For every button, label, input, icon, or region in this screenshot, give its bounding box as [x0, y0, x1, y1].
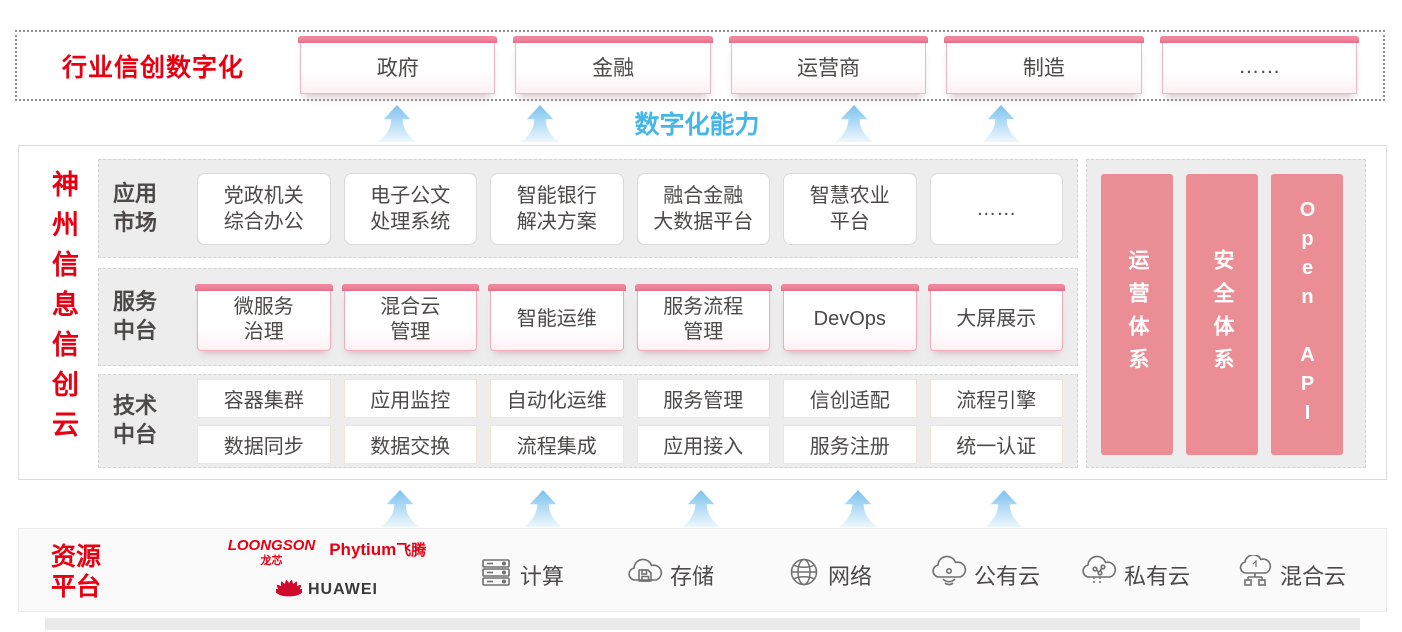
- compute-icon: [479, 555, 513, 595]
- tech-box-unified-auth: 统一认证: [929, 424, 1063, 464]
- resource-item-compute: 计算: [479, 553, 564, 597]
- service-box-microservice: 微服务 治理: [195, 283, 332, 351]
- service-box-devops: DevOps: [781, 283, 918, 351]
- capability-label: 数字化能力: [634, 111, 760, 139]
- up-arrow-icon: [375, 104, 419, 142]
- app-market-items: 党政机关 综合办公 电子公文 处理系统 智能银行 解决方案 融合金融 大数据平台…: [197, 172, 1063, 245]
- tech-platform-items: 容器集群 应用监控 自动化运维 服务管理 信创适配 流程引擎 数据同步 数据交换…: [197, 378, 1063, 464]
- up-arrow-icon: [836, 489, 880, 527]
- tech-box-process-integration: 流程集成: [490, 424, 624, 464]
- up-arrow-icon: [982, 489, 1026, 527]
- sector-boxes: 政府 金融 运营商 制造 ……: [297, 35, 1360, 94]
- pillar-security-system: 安全体系: [1186, 174, 1258, 455]
- pillar-open-api: Open API: [1271, 174, 1343, 455]
- up-arrow-icon: [521, 489, 565, 527]
- resource-platform-panel: 资源 平台 LOONGSON 龙芯 Phytium 飞腾: [18, 528, 1387, 612]
- public-cloud-icon: [931, 555, 967, 595]
- tech-line-2: 数据同步 数据交换 流程集成 应用接入 服务注册 统一认证: [197, 424, 1063, 464]
- resource-item-label: 网络: [828, 564, 873, 589]
- resource-item-hybrid-cloud: 混合云: [1237, 553, 1346, 597]
- vendor-logos-top: LOONGSON 龙芯 Phytium 飞腾: [207, 537, 447, 568]
- platform-title: 神州信息信创云: [48, 170, 78, 450]
- loongson-logo: LOONGSON 龙芯: [228, 537, 316, 568]
- phytium-logo: Phytium 飞腾: [329, 539, 426, 560]
- resource-item-label: 计算: [520, 564, 565, 589]
- service-box-aiops: 智能运维: [488, 283, 625, 351]
- resource-item-label: 混合云: [1280, 564, 1347, 589]
- tech-box-container-cluster: 容器集群: [197, 378, 331, 418]
- tech-box-auto-ops: 自动化运维: [490, 378, 624, 418]
- storage-icon: [627, 555, 663, 595]
- service-box-hybrid-cloud-mgmt: 混合云 管理: [341, 283, 479, 351]
- loongson-cn-name: 龙芯: [260, 555, 283, 567]
- tech-line-1: 容器集群 应用监控 自动化运维 服务管理 信创适配 流程引擎: [197, 378, 1063, 418]
- sector-box-operator: 运营商: [728, 35, 929, 94]
- resource-item-public-cloud: 公有云: [931, 553, 1040, 597]
- loongson-wordmark: LOONGSON: [227, 537, 316, 554]
- sector-box-finance: 金融: [513, 35, 714, 94]
- service-box-dashboard: 大屏展示: [927, 283, 1065, 351]
- resource-item-label: 存储: [670, 564, 715, 589]
- app-box-more: ……: [929, 172, 1063, 245]
- service-platform-label: 服务 中台: [113, 289, 158, 343]
- up-arrow-icon: [679, 489, 723, 527]
- phytium-cn-name: 飞腾: [396, 542, 427, 559]
- phytium-wordmark: Phytium: [329, 540, 397, 559]
- resource-item-storage: 存储: [627, 553, 714, 597]
- app-box-smart-agriculture: 智慧农业 平台: [783, 172, 917, 245]
- tech-platform-label: 技术 中台: [113, 393, 158, 447]
- tech-platform-row: 技术 中台 容器集群 应用监控 自动化运维 服务管理 信创适配 流程引擎 数据同…: [98, 374, 1078, 468]
- resource-item-network: 网络: [787, 553, 872, 597]
- hybrid-cloud-icon: [1237, 554, 1273, 595]
- up-arrow-icon: [518, 104, 562, 142]
- cloud-platform-panel: 神州信息信创云 应用 市场 党政机关 综合办公 电子公文 处理系统 智能银行 解…: [18, 145, 1387, 480]
- up-arrow-icon: [979, 104, 1023, 142]
- up-arrow-icon: [378, 489, 422, 527]
- app-market-row: 应用 市场 党政机关 综合办公 电子公文 处理系统 智能银行 解决方案 融合金融…: [98, 159, 1078, 258]
- resource-platform-label: 资源 平台: [51, 543, 102, 601]
- up-arrow-icon: [832, 104, 876, 142]
- service-platform-items: 微服务 治理 混合云 管理 智能运维 服务流程 管理 DevOps 大屏展示: [195, 283, 1065, 351]
- pillar-operation-system: 运营体系: [1101, 174, 1173, 455]
- pillar-panel: 运营体系 安全体系 Open API: [1086, 159, 1366, 468]
- resource-item-label: 私有云: [1124, 564, 1191, 589]
- huawei-wordmark: HUAWEI: [308, 580, 378, 598]
- huawei-flower-icon: [273, 576, 305, 603]
- footer-base-strip: [45, 618, 1360, 630]
- industry-band-title: 行业信创数字化: [62, 53, 245, 82]
- huawei-logo: HUAWEI: [207, 576, 447, 603]
- sector-box-manufacturing: 制造: [944, 35, 1145, 94]
- sector-box-more: ……: [1159, 35, 1360, 94]
- tech-box-data-sync: 数据同步: [197, 424, 331, 464]
- service-box-service-flow: 服务流程 管理: [634, 283, 772, 351]
- service-platform-row: 服务 中台 微服务 治理 混合云 管理 智能运维 服务流程 管理 DevOps …: [98, 268, 1078, 366]
- tech-box-data-exchange: 数据交换: [343, 424, 477, 464]
- tech-box-xinchuang-adapt: 信创适配: [783, 378, 917, 418]
- app-box-gov-office: 党政机关 综合办公: [197, 172, 331, 245]
- tech-box-service-mgmt: 服务管理: [636, 378, 770, 418]
- resource-item-private-cloud: 私有云: [1081, 553, 1190, 597]
- vendor-logos: LOONGSON 龙芯 Phytium 飞腾: [207, 537, 447, 603]
- app-box-smart-bank: 智能银行 解决方案: [490, 172, 624, 245]
- app-market-label: 应用 市场: [113, 180, 158, 235]
- tech-box-service-registry: 服务注册: [783, 424, 917, 464]
- resource-item-label: 公有云: [974, 564, 1041, 589]
- tech-box-app-monitor: 应用监控: [343, 378, 477, 418]
- sector-box-government: 政府: [297, 35, 498, 94]
- network-icon: [787, 555, 821, 595]
- industry-band: 行业信创数字化 政府 金融 运营商 制造 ……: [15, 30, 1385, 101]
- app-box-edoc-system: 电子公文 处理系统: [343, 172, 477, 245]
- tech-box-process-engine: 流程引擎: [929, 378, 1063, 418]
- app-box-finance-bigdata: 融合金融 大数据平台: [636, 172, 770, 245]
- private-cloud-icon: [1081, 555, 1117, 595]
- tech-box-app-access: 应用接入: [636, 424, 770, 464]
